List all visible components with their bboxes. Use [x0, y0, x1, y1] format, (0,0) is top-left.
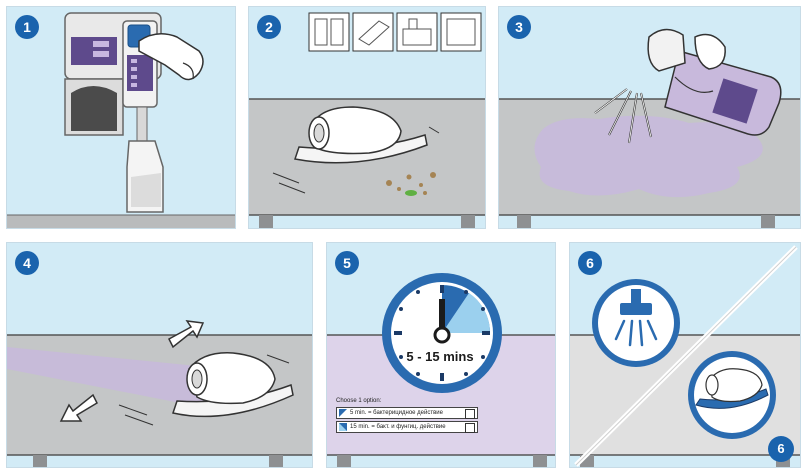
- timer-illustration: [327, 273, 555, 467]
- option-row-15min[interactable]: 15 min. = бакт. и фунгиц. действие: [336, 421, 478, 433]
- step-panel-2: 2: [248, 6, 486, 229]
- step-number-badge: 6: [578, 251, 602, 275]
- step-number-badge: 4: [15, 251, 39, 275]
- step-number-badge: 3: [507, 15, 531, 39]
- option-label: 15 min. = бакт. и фунгиц. действие: [350, 424, 446, 430]
- step-panel-1: 1: [6, 6, 236, 229]
- step-panel-3: 3: [498, 6, 801, 229]
- step-panel-6: 6: [569, 242, 801, 468]
- rinse-and-dry-illustration: [570, 245, 800, 467]
- option-checkbox[interactable]: [465, 409, 475, 419]
- step-number-badge: 1: [15, 15, 39, 39]
- step-panel-4: 4: [6, 242, 313, 468]
- spread-solution-illustration: [7, 320, 312, 467]
- option-label: 5 min. = бактерицидное действие: [350, 410, 443, 416]
- contact-time-options: Choose 1 option: 5 min. = бактерицидное …: [336, 398, 478, 435]
- clock-duration-label: 5 - 15 mins: [406, 349, 474, 364]
- step-number-badge: 5: [335, 251, 359, 275]
- half-clock-icon: [339, 423, 347, 431]
- option-row-5min[interactable]: 5 min. = бактерицидное действие: [336, 407, 478, 419]
- step-number-badge: 2: [257, 15, 281, 39]
- options-header: Choose 1 option:: [336, 398, 382, 404]
- dispenser-illustration: [7, 12, 235, 228]
- spray-illustration: [499, 28, 800, 228]
- corner-step-badge: 6: [768, 436, 794, 462]
- quarter-clock-icon: [339, 409, 347, 417]
- option-checkbox[interactable]: [465, 423, 475, 433]
- wiping-debris-illustration: [249, 12, 485, 228]
